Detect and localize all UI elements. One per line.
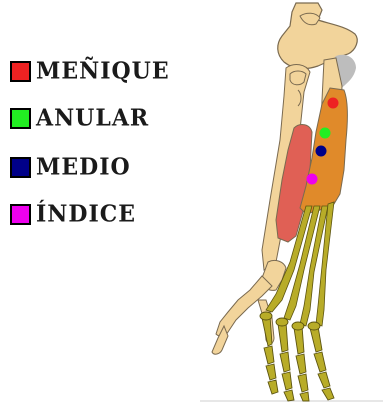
finger-bones: [260, 312, 334, 401]
marker-menique: [328, 98, 339, 109]
radius-head: [290, 71, 306, 85]
marker-medio: [316, 146, 327, 157]
marker-anular: [320, 128, 331, 139]
marker-indice: [307, 174, 318, 185]
